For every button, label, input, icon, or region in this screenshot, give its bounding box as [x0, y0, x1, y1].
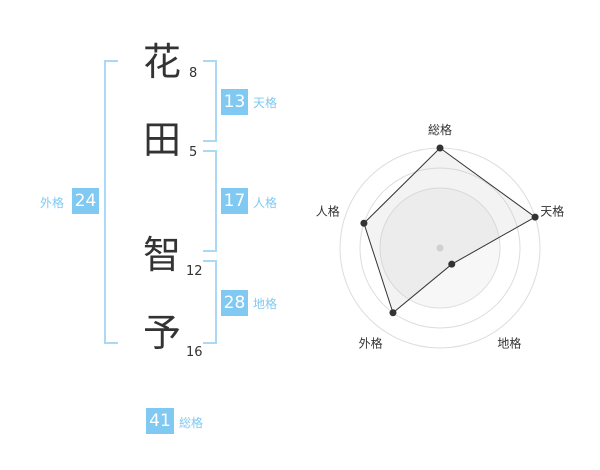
soukaku-label: 総格 [179, 416, 204, 430]
stroke-count-3: 12 [186, 264, 203, 279]
gaikaku-value: 24 [72, 188, 99, 214]
radar-area [363, 147, 537, 314]
gaikaku-label: 外格 [40, 196, 65, 210]
radar-point [448, 260, 456, 268]
tenkaku-label: 天格 [253, 96, 278, 110]
radar-ring [359, 167, 521, 329]
name-char-3: 智 [142, 233, 181, 277]
stroke-count-2: 5 [189, 145, 198, 160]
radar-point [360, 219, 368, 227]
stroke-count-4: 16 [186, 345, 203, 360]
soukaku-value: 41 [146, 408, 174, 434]
radar-point [436, 144, 444, 152]
tenkaku-value: 13 [221, 89, 248, 115]
jinkaku-label: 人格 [253, 196, 278, 210]
chikaku-value: 28 [221, 290, 248, 316]
jinkaku-bracket [203, 150, 217, 252]
stroke-count-1: 8 [189, 66, 198, 81]
radar-axis-label: 総格 [428, 122, 452, 137]
radar-center-dot [436, 244, 444, 252]
radar-axis-label: 地格 [497, 335, 521, 350]
radar-axis-label: 人格 [316, 204, 340, 219]
radar-axis-label: 外格 [359, 335, 383, 350]
name-char-2: 田 [142, 118, 181, 162]
chikaku-label: 地格 [253, 297, 278, 311]
jinkaku-value: 17 [221, 188, 248, 214]
radar-point [389, 309, 397, 317]
name-char-4: 予 [142, 311, 181, 355]
tenkaku-bracket [203, 60, 217, 142]
chikaku-bracket [203, 260, 217, 344]
name-char-1: 花 [142, 40, 181, 84]
radar-axis-label: 天格 [540, 204, 564, 219]
radar-point [531, 213, 539, 221]
gaikaku-bracket [104, 60, 118, 344]
